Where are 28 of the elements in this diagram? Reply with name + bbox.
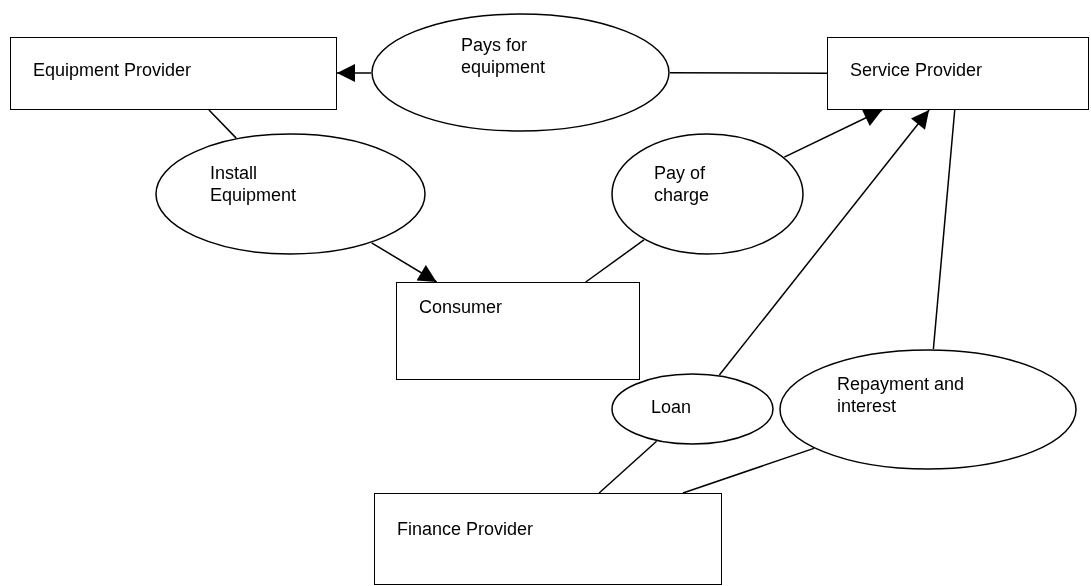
process-ellipse [611, 373, 774, 445]
entity-box [374, 493, 722, 585]
process-ellipse [611, 133, 804, 255]
entity-box [10, 37, 337, 110]
arrow [370, 242, 438, 283]
connector-line [932, 109, 956, 350]
entity-label: Service Provider [850, 60, 983, 82]
connector-line [669, 72, 828, 74]
entity-box [396, 282, 640, 380]
process-label: Loan [651, 397, 692, 419]
entity-box [827, 37, 1089, 110]
process-label: Pay of charge [654, 163, 711, 207]
process-ellipse [779, 349, 1077, 470]
process-label: Repayment and interest [837, 374, 966, 418]
arrow [336, 64, 372, 82]
process-label: Pays for equipment [461, 35, 547, 79]
entity-label: Consumer [419, 297, 503, 319]
arrow [718, 109, 930, 376]
entity-label: Finance Provider [397, 519, 534, 541]
connector-line [682, 447, 815, 494]
connector-line [598, 440, 658, 494]
connector-line [208, 109, 237, 139]
process-label: Install Equipment [210, 163, 298, 207]
connector-line [585, 239, 645, 283]
arrow [783, 109, 883, 158]
process-ellipse [155, 133, 426, 255]
entity-label: Equipment Provider [33, 60, 192, 82]
process-ellipse [371, 13, 670, 132]
